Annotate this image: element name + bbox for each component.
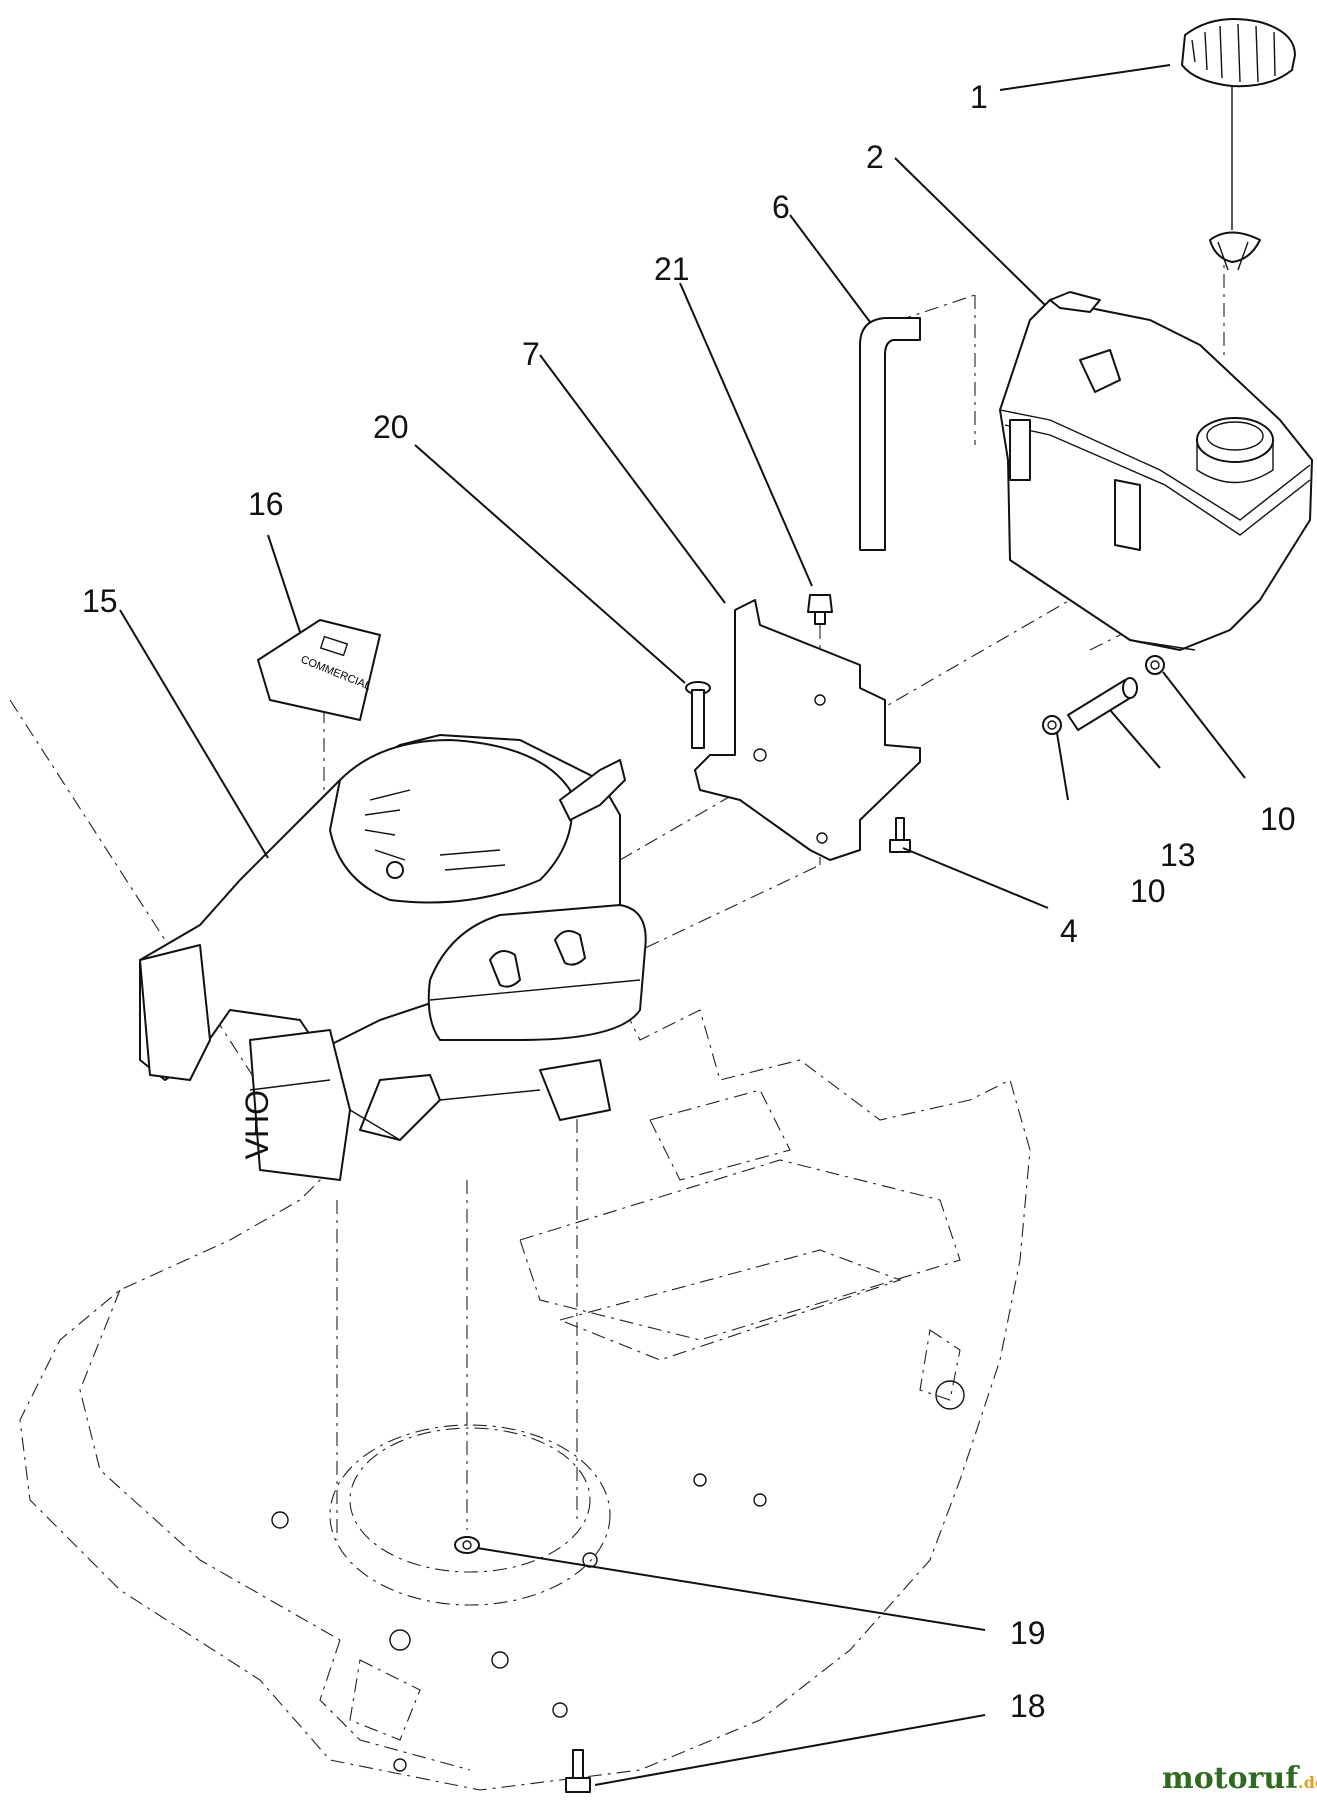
callout-2: 2: [866, 139, 884, 175]
ohv-label: OHV: [239, 1090, 275, 1160]
callout-7: 7: [522, 336, 540, 372]
callout-13: 13: [1160, 837, 1196, 873]
callout-10a: 10: [1260, 801, 1296, 837]
fuel-cap: [1181, 17, 1296, 271]
pin-20: [685, 681, 711, 749]
svg-text:motoruf.de: motoruf.de: [1162, 1761, 1317, 1796]
bolt-18: [565, 1749, 591, 1793]
hose-clamp-10a: [1042, 715, 1062, 735]
watermark-main: motoruf: [1162, 1761, 1300, 1796]
callout-19: 19: [1010, 1615, 1046, 1651]
callout-1: 1: [970, 79, 988, 115]
callout-labels: 1 2 6 21 7 20 16 15 10 13 10 4 19 18: [82, 79, 1296, 1724]
hose-13: [1067, 677, 1138, 731]
leader-lines: [119, 64, 1246, 1786]
engine: OHV: [139, 734, 647, 1181]
mower-deck: [9, 699, 1031, 1791]
callout-4: 4: [1060, 913, 1078, 949]
commercial-decal: COMMERCIAL: [257, 619, 381, 721]
callout-18: 18: [1010, 1688, 1046, 1724]
fuel-line-hose: [859, 317, 921, 551]
fuel-tank: [999, 291, 1313, 651]
screw-4: [889, 817, 911, 853]
callout-6: 6: [772, 189, 790, 225]
watermark-logo: motoruf.de: [1162, 1761, 1317, 1796]
watermark-suffix: .de: [1298, 1773, 1317, 1792]
callout-21: 21: [654, 251, 690, 287]
callout-15: 15: [82, 583, 118, 619]
hose-clamp-10b: [1145, 655, 1165, 675]
tank-bracket: [694, 599, 921, 861]
flange-nut-19: [454, 1536, 480, 1554]
callout-10b: 10: [1130, 873, 1166, 909]
bolt-21: [807, 594, 833, 625]
callout-20: 20: [373, 409, 409, 445]
callout-16: 16: [248, 486, 284, 522]
